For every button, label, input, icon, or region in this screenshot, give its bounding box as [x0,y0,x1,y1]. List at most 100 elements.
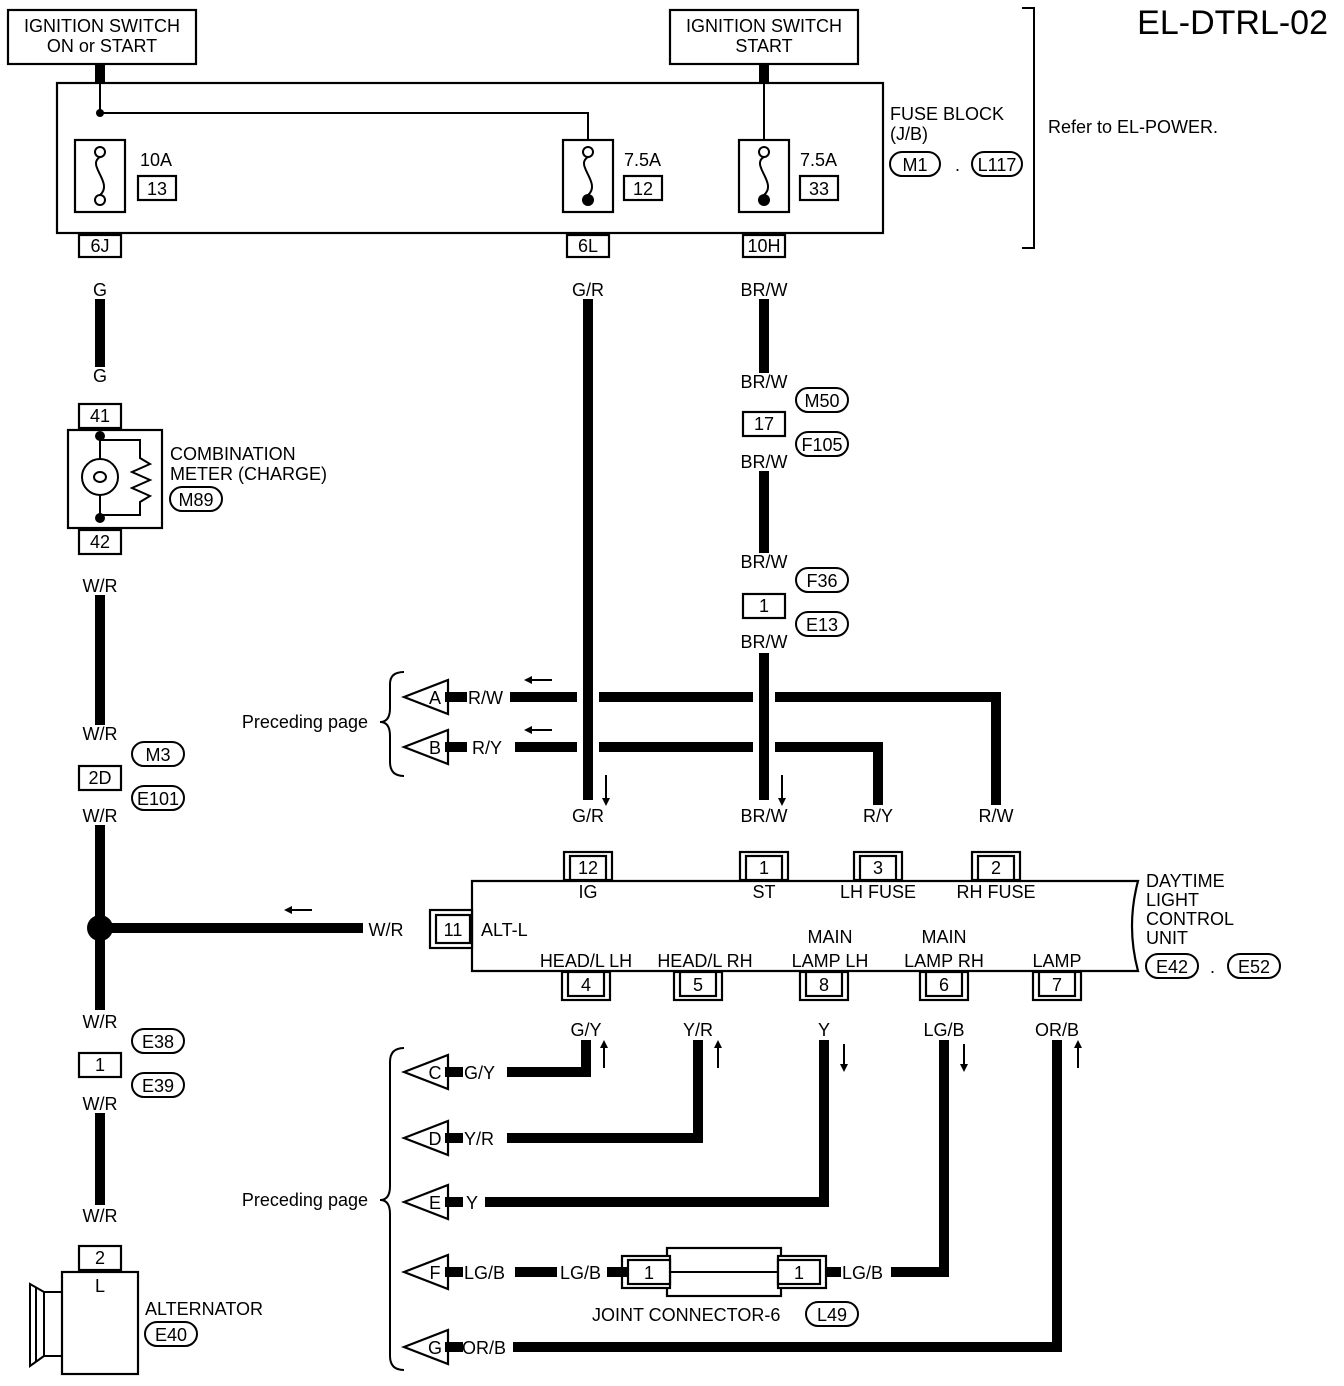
svg-text:M89: M89 [178,490,213,510]
svg-text:D: D [429,1129,442,1149]
wire-label-lgb-1: LG/B [923,1020,964,1040]
unit-pin-11: 11 [444,920,463,940]
unit-pin-main-rh-1: MAIN [922,927,967,947]
ref-e: E [400,1183,450,1221]
svg-text:M1: M1 [902,155,927,175]
fuse-block-separator: . [955,155,960,175]
unit-pin-12: 12 [578,858,598,878]
wire-label-lgb-4: LG/B [464,1263,505,1283]
alternator-connector: E40 [144,1321,198,1347]
unit-pin-head-rh: HEAD/L RH [657,951,752,971]
joint-connector-label: JOINT CONNECTOR-6 [592,1305,780,1325]
combination-meter: 41 42 [66,402,164,556]
svg-text:G: G [428,1338,442,1358]
unit-pin-5: 5 [693,975,703,995]
ignition-right-line2: START [735,36,792,56]
svg-text:M3: M3 [145,745,170,765]
wire-label-lgb-2: LG/B [842,1263,883,1283]
joint-pin-left: 1 [644,1263,654,1283]
fuse-12: 7.5A 12 [561,138,664,214]
ref-a: A [400,678,450,716]
control-unit-connector-e52: E52 [1227,953,1281,979]
connector-m50-f105: 17 M50 F105 [741,387,849,457]
svg-text:L49: L49 [817,1305,847,1325]
svg-text:E13: E13 [806,615,838,635]
fuse-12-number: 12 [633,179,653,199]
fuse-block: 10A 13 7.5A 12 7.5A 33 6J [55,81,885,259]
wire-label-wr-alt: W/R [369,920,404,940]
terminal-6j: 6J [77,233,123,259]
connector-m3-e101: 2D M3 E101 [77,741,185,811]
wire-label-ry-1: R/Y [472,738,502,758]
unit-pin-1: 1 [759,858,769,878]
wire-label-gy-2: G/Y [464,1063,495,1083]
wire-label-orb-2: OR/B [462,1338,506,1358]
ref-f: F [400,1253,450,1291]
fuse-33-number: 33 [809,179,829,199]
control-unit-label-2: LIGHT [1146,890,1199,910]
control-unit-separator: . [1210,957,1215,977]
connector-e38-e39: 1 E38 E39 [77,1028,185,1098]
svg-text:6J: 6J [90,236,109,256]
svg-text:E: E [429,1193,441,1213]
svg-text:6L: 6L [578,236,598,256]
fuse-33: 7.5A 33 [737,138,840,214]
wire-label-rw-2: R/W [979,806,1014,826]
control-unit-label-3: CONTROL [1146,909,1234,929]
svg-text:1: 1 [95,1055,105,1075]
svg-text:E52: E52 [1238,957,1270,977]
unit-pin-alt-l: ALT-L [481,920,528,940]
terminal-6l: 6L [565,233,611,259]
fuse-13-amp: 10A [140,150,172,170]
ref-b: B [400,728,450,766]
unit-pin-6: 6 [939,975,949,995]
preceding-page-label-2: Preceding page [242,1190,368,1210]
unit-pin-8: 8 [819,975,829,995]
wire-label-gr-2: G/R [572,806,604,826]
unit-pin-7: 7 [1052,975,1062,995]
wire-label-gr-1: G/R [572,280,604,300]
joint-connector-l49: L49 [805,1301,859,1327]
ref-c: C [400,1053,450,1091]
alternator-label: ALTERNATOR [145,1299,263,1319]
meter-pin-41: 41 [90,406,110,426]
wire-label-rw-1: R/W [468,688,503,708]
svg-text:B: B [429,738,441,758]
wire-label-wr-4: W/R [83,1012,118,1032]
svg-text:A: A [429,688,441,708]
joint-pin-right: 1 [794,1263,804,1283]
wire-label-brw-4: BR/W [741,552,788,572]
ignition-left-line1: IGNITION SWITCH [24,16,180,36]
wire-label-brw-5: BR/W [741,632,788,652]
unit-pin-ig: IG [578,882,597,902]
control-unit-connector-e42: E42 [1145,953,1199,979]
fuse-block-connector-m1: M1 [889,151,941,177]
ignition-switch-right: IGNITION SWITCH START [668,8,860,66]
ref-d: D [400,1119,450,1157]
unit-pin-main-lh-2: LAMP LH [792,951,869,971]
wire-label-y-2: Y [466,1193,478,1213]
ignition-left-line2: ON or START [47,36,157,56]
fuse-block-note: Refer to EL-POWER. [1048,117,1218,137]
svg-text:E42: E42 [1156,957,1188,977]
svg-text:E101: E101 [137,789,179,809]
alternator: 2 L [29,1244,140,1376]
fuse-13: 10A 13 [73,138,178,214]
wire-label-g-2: G [93,366,107,386]
alternator-terminal: L [95,1276,105,1296]
fuse-33-amp: 7.5A [800,150,837,170]
wire-label-ry-2: R/Y [863,806,893,826]
wire-label-yr-1: Y/R [683,1020,713,1040]
svg-text:F105: F105 [801,435,842,455]
wire-label-wr-1: W/R [83,576,118,596]
terminal-10h: 10H [741,233,787,259]
wire-label-brw-1: BR/W [741,280,788,300]
wire-label-orb-1: OR/B [1035,1020,1079,1040]
wire-label-wr-3: W/R [83,806,118,826]
daytime-light-control-unit: 12 IG 1 ST 3 LH FUSE 2 RH FUSE 11 ALT-L … [428,850,1140,1002]
svg-text:L117: L117 [978,155,1017,175]
wire-label-lgb-3: LG/B [560,1263,601,1283]
unit-pin-main-lh-1: MAIN [808,927,853,947]
page-code: EL-DTRL-02 [1137,4,1328,42]
